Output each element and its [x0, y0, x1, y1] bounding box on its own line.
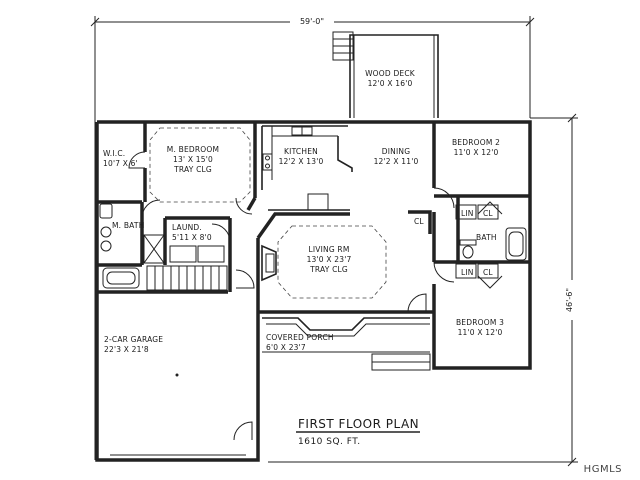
master-bedroom-size: 13' X 15'0: [173, 155, 213, 164]
garage-name: 2-CAR GARAGE: [104, 335, 163, 344]
dining-name: DINING: [382, 147, 410, 156]
linen-1-name: LIN: [461, 209, 474, 218]
door-swings: [128, 151, 503, 441]
wood-deck: [332, 31, 439, 118]
dining-size: 12'2 X 11'0: [374, 157, 419, 166]
living-room-size: 13'0 X 23'7: [307, 255, 352, 264]
width-dimension-label: 59'-0": [300, 17, 324, 26]
fireplace: [261, 244, 277, 282]
wic-name: W.I.C.: [103, 149, 125, 158]
width-dimension-line: [90, 15, 535, 460]
kitchen-size: 12'2 X 13'0: [279, 157, 324, 166]
garage-size: 22'3 X 21'8: [104, 345, 149, 354]
laundry-name: LAUND.: [172, 223, 202, 232]
wic-size: 10'7 X 6': [103, 159, 138, 168]
master-bedroom-tray-ceiling: [149, 127, 251, 203]
living-room-name: LIVING RM: [308, 245, 349, 254]
master-bedroom-name: M. BEDROOM: [167, 145, 219, 154]
deck-stairs: [332, 31, 354, 61]
living-room-tray-ceiling: [277, 225, 387, 299]
closet-3-name: CL: [414, 217, 424, 226]
master-bath-name: M. BATH: [112, 221, 145, 230]
plan-area: 1610 SQ. FT.: [298, 437, 361, 447]
garage-door: [110, 454, 246, 461]
master-bedroom-note: TRAY CLG: [173, 165, 212, 174]
covered-porch-size: 6'0 X 23'7: [266, 343, 306, 352]
laundry-size: 5'11 X 8'0: [172, 233, 212, 242]
bath-name: BATH: [476, 233, 497, 242]
bedroom2-name: BEDROOM 2: [452, 138, 500, 147]
covered-porch: [262, 317, 431, 371]
depth-dimension-line: [268, 113, 581, 467]
kitchen-sink: [291, 126, 313, 136]
linen-closets: [455, 204, 499, 279]
bedroom2-size: 11'0 X 12'0: [454, 148, 499, 157]
bedroom3-name: BEDROOM 3: [456, 318, 504, 327]
depth-dimension-label: 46'-6": [565, 288, 574, 312]
kitchen-name: KITCHEN: [284, 147, 318, 156]
master-bath-fixtures: [99, 203, 165, 289]
plan-title: FIRST FLOOR PLAN: [298, 417, 419, 431]
wood-deck-size: 12'0 X 16'0: [368, 79, 413, 88]
range-stove: [262, 153, 273, 171]
closet-1-name: CL: [483, 209, 493, 218]
linen-2-name: LIN: [461, 268, 474, 277]
covered-porch-name: COVERED PORCH: [266, 333, 334, 342]
kitchen-counters: [261, 125, 353, 211]
closet-2-name: CL: [483, 268, 493, 277]
living-room-note: TRAY CLG: [309, 265, 348, 274]
hall-bath-fixtures: [459, 227, 527, 261]
bedroom3-size: 11'0 X 12'0: [458, 328, 503, 337]
laundry-appliances: [169, 245, 225, 263]
garage-floor-drain: [175, 373, 179, 377]
wood-deck-name: WOOD DECK: [365, 69, 416, 78]
garage-entry-stairs: [146, 265, 228, 291]
watermark: HGMLS: [584, 464, 622, 475]
